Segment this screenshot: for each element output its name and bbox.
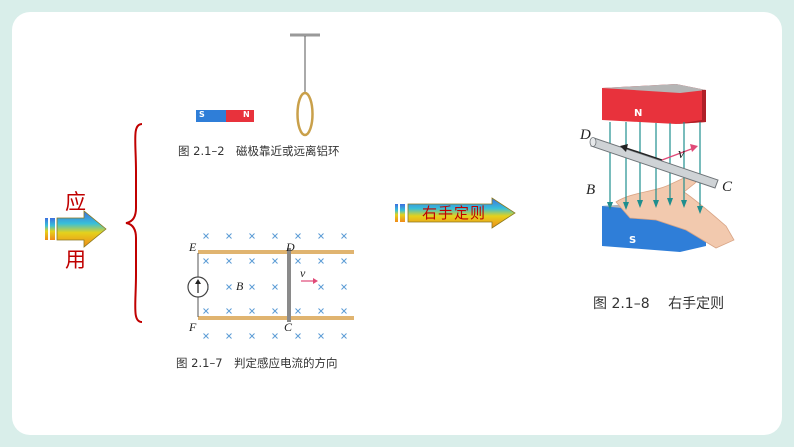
field-cross [226, 258, 232, 264]
field-cross [295, 258, 301, 264]
field-cross [226, 308, 232, 314]
field-cross [318, 333, 324, 339]
field-cross [272, 308, 278, 314]
field-cross [318, 308, 324, 314]
pole-n-label: N [634, 108, 643, 119]
field-cross [272, 258, 278, 264]
label-f: F [189, 320, 197, 334]
label-e: E [189, 240, 197, 254]
field-cross [341, 333, 347, 339]
curly-brace [125, 123, 143, 323]
field-cross [318, 233, 324, 239]
field-cross [318, 284, 324, 290]
magnet-s-pole [196, 110, 226, 122]
magnet-n-pole [226, 110, 254, 122]
magnet-ring-figure [196, 33, 320, 137]
label-d-rails: D [286, 240, 295, 254]
field-cross [341, 308, 347, 314]
magnet-n-block [602, 84, 706, 124]
field-cross [226, 284, 232, 290]
field-cross [272, 233, 278, 239]
field-cross [226, 233, 232, 239]
field-cross [203, 233, 209, 239]
field-cross [249, 284, 255, 290]
magnet-n-label: N [243, 110, 250, 119]
fig-2-1-2-caption: 图 2.1–2 磁极靠近或远离铝环 [178, 144, 340, 158]
field-cross [249, 308, 255, 314]
right-hand-rule-arrow-icon [395, 197, 516, 229]
field-cross [249, 258, 255, 264]
field-cross [249, 233, 255, 239]
right-hand [615, 175, 735, 249]
field-cross [203, 333, 209, 339]
field-cross [295, 233, 301, 239]
field-cross [203, 258, 209, 264]
field-cross [272, 333, 278, 339]
magnet-s-label: S [199, 110, 205, 119]
right-hand-rule-figure [589, 84, 735, 252]
field-cross [341, 284, 347, 290]
velocity-arrow-hand [661, 147, 695, 161]
label-c-rails: C [284, 320, 293, 334]
fig-2-1-7-caption: 图 2.1–7 判定感应电流的方向 [176, 356, 338, 370]
field-cross [226, 333, 232, 339]
arrow-char-ying: 应 [65, 190, 86, 214]
field-cross [341, 233, 347, 239]
field-cross [203, 308, 209, 314]
label-d-hand: D [580, 127, 591, 143]
field-cross [272, 284, 278, 290]
application-arrow-icon [45, 210, 107, 248]
current-arrow [625, 147, 663, 161]
field-cross [249, 333, 255, 339]
label-b-field: B [236, 279, 244, 293]
field-cross [341, 258, 347, 264]
bottom-rail [198, 316, 354, 320]
label-b-hand: B [586, 182, 596, 198]
pole-s-label: S [629, 235, 637, 246]
induced-current-figure [187, 233, 354, 339]
label-c-hand: C [722, 179, 733, 195]
field-cross [295, 308, 301, 314]
aluminum-ring [296, 91, 314, 137]
label-v-hand: v [678, 146, 685, 162]
field-cross [295, 333, 301, 339]
label-v-rails: v [300, 266, 306, 280]
sliding-rod [287, 248, 291, 322]
right-hand-rule-arrow-text: 右手定则 [422, 204, 487, 222]
top-rail [198, 250, 354, 254]
arrow-char-yong: 用 [65, 248, 86, 272]
magnetic-field-crosses [203, 233, 347, 339]
field-cross [318, 258, 324, 264]
fig-2-1-8-caption: 图 2.1–8 右手定则 [593, 296, 725, 312]
